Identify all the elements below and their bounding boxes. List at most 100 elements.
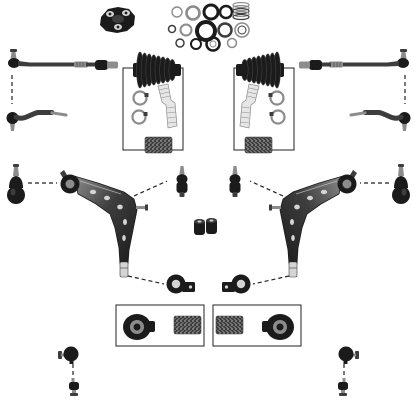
bushing-bore bbox=[133, 323, 141, 331]
grease-packet-icon bbox=[215, 315, 244, 335]
hose-clamp-icon bbox=[132, 90, 149, 106]
hose-clamp-icon bbox=[131, 109, 148, 125]
hose-clamp-screw bbox=[144, 93, 149, 97]
seal-ring-icon bbox=[232, 10, 250, 18]
control-arm-hole bbox=[89, 189, 97, 195]
seal-ring-icon bbox=[232, 13, 250, 21]
connector-line bbox=[127, 275, 165, 285]
grease-packet-icon bbox=[144, 136, 173, 154]
seal-ring-icon bbox=[232, 7, 250, 15]
bushing-bracket-hole bbox=[171, 279, 181, 289]
hose-clamp-band bbox=[132, 90, 148, 106]
hose-clamp-icon bbox=[268, 109, 286, 125]
seal-kit bbox=[167, 1, 250, 52]
tie-rod-end-arm bbox=[13, 110, 55, 121]
steering-boot-end bbox=[173, 64, 181, 76]
bushing-bracket-icon bbox=[166, 274, 195, 294]
tie-rod-icon bbox=[298, 48, 410, 71]
stabilizer-link-lower-joint bbox=[69, 382, 79, 390]
tie-rod-shaft bbox=[28, 62, 76, 67]
boot-sleeve-body bbox=[157, 83, 178, 129]
grease-packet-icon bbox=[173, 315, 202, 335]
bushing-icon bbox=[262, 314, 294, 340]
hose-clamp-band bbox=[131, 109, 147, 125]
tie-rod-neck bbox=[18, 61, 30, 67]
control-arm-hole bbox=[122, 235, 126, 241]
bushing-small-bore bbox=[197, 220, 202, 223]
ball-joint-small-icon bbox=[229, 166, 241, 197]
ball-joint-housing bbox=[7, 186, 25, 204]
bushing-small-body bbox=[194, 220, 205, 235]
bushing-kit-box-left bbox=[115, 304, 205, 347]
seal-ring-icon bbox=[167, 24, 177, 34]
bushing-small-icon bbox=[206, 218, 217, 234]
tie-rod-shaft bbox=[86, 62, 96, 67]
tie-rod-inner-end bbox=[107, 61, 118, 69]
tie-rod-inner-joint bbox=[95, 60, 108, 70]
tie-rod-joint bbox=[8, 58, 20, 68]
connector-lines-left bbox=[11, 75, 168, 378]
hose-clamp-icon bbox=[267, 90, 285, 106]
stabilizer-link-nut bbox=[70, 393, 78, 396]
bushing-bracket-icon bbox=[222, 274, 251, 294]
stabilizer-link-stud bbox=[72, 390, 76, 393]
ball-joint-nut bbox=[13, 164, 19, 167]
seal-ring-icon bbox=[185, 5, 201, 21]
seal-ring-icon bbox=[232, 4, 250, 12]
ball-joint-highlight bbox=[10, 188, 16, 196]
tie-rod-end-stud bbox=[10, 123, 15, 131]
ball-joint-boot bbox=[9, 176, 23, 188]
seal-ring-icon bbox=[234, 22, 250, 38]
ball-joint-base bbox=[179, 192, 185, 197]
ball-joint-boot bbox=[176, 174, 188, 184]
stabilizer-link-rod bbox=[71, 378, 75, 383]
control-arm-hole bbox=[117, 204, 123, 210]
tie-rod-nut bbox=[10, 49, 17, 52]
seal-ring-icon bbox=[190, 38, 202, 50]
stabilizer-link-icon bbox=[58, 346, 79, 396]
seal-ring-icon bbox=[217, 22, 233, 38]
boot-sleeve-icon bbox=[239, 83, 260, 129]
steering-boot-icon bbox=[235, 51, 285, 89]
flex-disc-center bbox=[112, 15, 124, 23]
hose-clamp-screw bbox=[143, 112, 148, 116]
ball-joint-stud bbox=[179, 166, 185, 174]
control-arm-pin bbox=[119, 261, 129, 278]
seal-ring-icon bbox=[175, 38, 185, 48]
seal-ring-icon bbox=[232, 1, 250, 9]
seal-ring-icon bbox=[218, 4, 234, 20]
control-arm-icon bbox=[268, 169, 358, 278]
stabilizer-link-icon bbox=[338, 346, 359, 396]
bushing-icon bbox=[123, 314, 155, 340]
bushing-small-icon bbox=[194, 219, 205, 235]
tie-rod-adjuster bbox=[74, 61, 88, 68]
stabilizer-link-joint bbox=[63, 346, 79, 362]
control-arm-edge bbox=[79, 180, 122, 195]
control-arm-hole bbox=[123, 219, 127, 225]
flex-disc-hole bbox=[116, 25, 120, 29]
steering-boot-icon bbox=[133, 51, 181, 89]
seal-ring-icon bbox=[226, 37, 238, 49]
connector-line bbox=[133, 180, 168, 197]
seal-ring-icon bbox=[171, 6, 183, 18]
control-arm-icon bbox=[60, 170, 148, 278]
control-arm-bolt-nut bbox=[145, 204, 148, 211]
flex-disc-hole bbox=[124, 11, 128, 15]
stabilizer-link-nut bbox=[58, 351, 62, 359]
seal-ring-icon bbox=[179, 23, 193, 37]
flex-disc-hole bbox=[108, 12, 112, 16]
tie-rod-end-icon bbox=[6, 110, 68, 131]
control-arm-eye-ball bbox=[65, 179, 75, 189]
tie-rod-end-icon bbox=[351, 112, 411, 131]
control-arm-hole bbox=[104, 195, 110, 201]
control-arm-bolt bbox=[136, 206, 147, 209]
seal-ring-icon bbox=[237, 25, 247, 35]
flex-disc-icon bbox=[100, 7, 135, 33]
bushing-bracket-bolt-hole bbox=[188, 285, 193, 289]
tie-rod-stud bbox=[10, 52, 17, 59]
ball-joint-icon bbox=[392, 164, 410, 204]
seal-ring-icon bbox=[205, 36, 221, 52]
stabilizer-link-neck bbox=[69, 360, 74, 364]
